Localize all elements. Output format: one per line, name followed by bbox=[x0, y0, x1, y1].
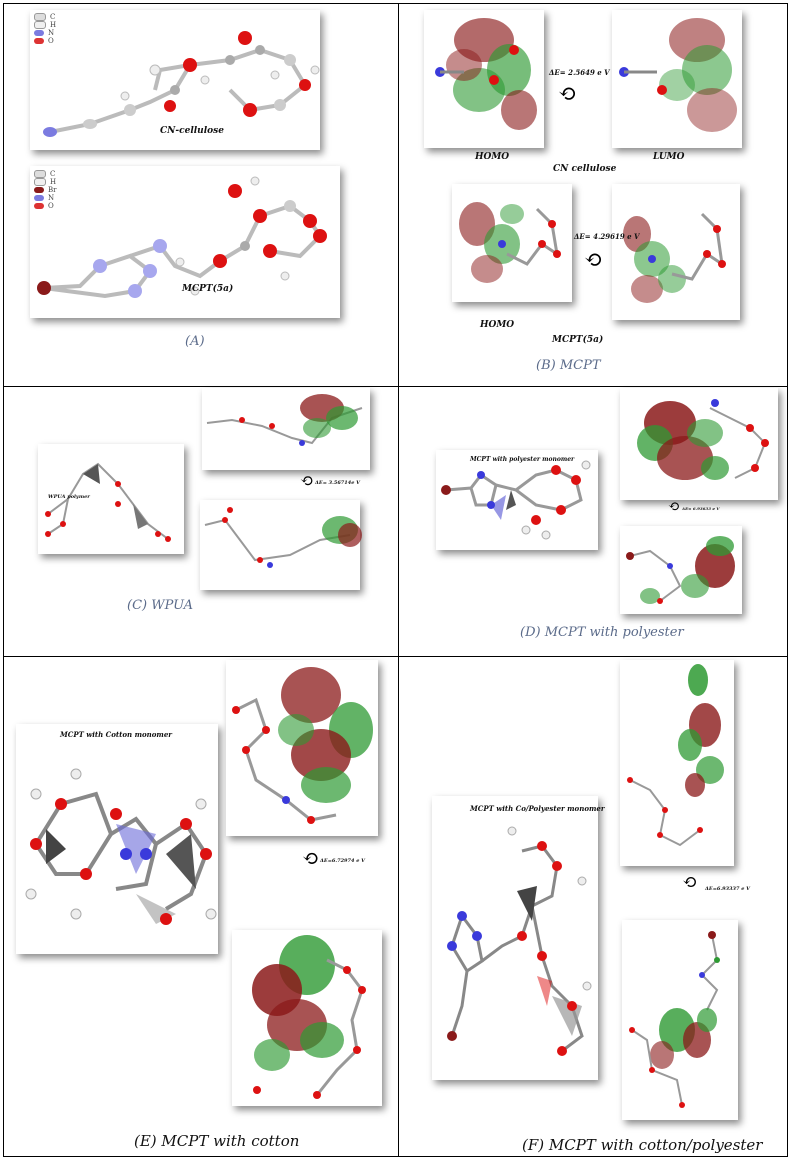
cotton-polyester-inset-label: MCPT with Co/Polyester monomer bbox=[470, 804, 605, 813]
row-divider-1 bbox=[4, 386, 787, 387]
mcpt-cotton-panel: MCPT with Cotton monomer bbox=[16, 724, 218, 954]
legend-label: C bbox=[50, 13, 56, 21]
polyester-inset-label: MCPT with polyester monomer bbox=[470, 456, 575, 463]
lumo-orbital-plot bbox=[626, 536, 735, 604]
caption-f: (F) MCPT with cotton/polyester bbox=[522, 1136, 763, 1154]
lumo-orbital-plot bbox=[252, 935, 366, 1099]
lumo-orbital-plot bbox=[204, 507, 362, 568]
legend-label: N bbox=[48, 29, 55, 37]
mcpt-lumo-panel bbox=[612, 184, 740, 320]
legend-label: C bbox=[50, 170, 56, 178]
cn-cellulose-lumo-panel bbox=[612, 10, 742, 148]
lumo-orbital-plot bbox=[623, 212, 726, 303]
legend-label: H bbox=[50, 21, 57, 29]
column-divider bbox=[398, 4, 399, 1156]
energy-gap-label: ΔE= 3.56714e V bbox=[315, 480, 361, 486]
arrow-icon: ⟲ bbox=[302, 846, 319, 870]
wpua-lumo-panel bbox=[200, 500, 362, 590]
homo-label: HOMO bbox=[475, 152, 510, 162]
mcpt-polyester-molecule bbox=[441, 460, 591, 540]
energy-gap-label: ΔE= 6.93633 e V bbox=[682, 506, 720, 511]
caption-b: (B) MCPT bbox=[536, 358, 601, 373]
homo-orbital-plot bbox=[637, 399, 769, 480]
homo-orbital-plot bbox=[627, 664, 724, 847]
caption-e: (E) MCPT with cotton bbox=[134, 1132, 300, 1150]
arrow-icon: ⟲ bbox=[300, 471, 314, 490]
cn-cellulose-label: CN-cellulose bbox=[160, 126, 224, 136]
arrow-icon: ⟲ bbox=[682, 872, 698, 893]
homo-orbital-plot bbox=[232, 667, 373, 824]
homo-orbital-plot bbox=[435, 18, 537, 130]
homo-orbital-plot bbox=[459, 202, 561, 283]
arrow-icon: ⟲ bbox=[584, 248, 603, 273]
caption-d: (D) MCPT with polyester bbox=[520, 625, 684, 640]
wpua-molecule bbox=[45, 462, 171, 542]
mcpt-homo-panel bbox=[452, 184, 572, 302]
lumo-label: LUMO bbox=[653, 152, 685, 162]
mcpt-5a-molecule bbox=[37, 176, 327, 299]
legend-label: H bbox=[50, 178, 57, 186]
cn-cellulose-molecule bbox=[43, 31, 320, 137]
molecule-label: CN cellulose bbox=[553, 164, 617, 174]
cn-cellulose-panel: C H N O CN-cellul bbox=[30, 10, 320, 150]
cotton-polyester-lumo-panel bbox=[622, 920, 738, 1120]
legend-label: O bbox=[48, 202, 54, 210]
energy-gap-label: ΔE= 2.5649 e V bbox=[549, 68, 610, 77]
cotton-inset-label: MCPT with Cotton monomer bbox=[60, 730, 172, 739]
figure-table bbox=[3, 3, 788, 1157]
homo-orbital-plot bbox=[206, 394, 363, 446]
cotton-polyester-homo-panel bbox=[620, 660, 734, 866]
caption-c: (C) WPUA bbox=[127, 598, 194, 613]
cotton-homo-panel bbox=[226, 660, 378, 836]
mcpt-polyester-panel: MCPT with polyester monomer bbox=[436, 450, 598, 550]
mcpt-cotton-polyester-molecule bbox=[447, 826, 592, 1056]
atom-legend: C H N O bbox=[34, 13, 56, 45]
row-divider-2 bbox=[4, 656, 787, 657]
energy-gap-label: ΔE= 4.29619 e V bbox=[574, 232, 640, 241]
cn-cellulose-homo-panel bbox=[424, 10, 544, 148]
legend-label: N bbox=[48, 194, 55, 202]
wpua-polymer-panel: WPUA polymer bbox=[38, 444, 184, 554]
energy-gap-label: ΔE=6.93337 e V bbox=[705, 886, 751, 892]
polyester-homo-panel bbox=[620, 388, 778, 500]
wpua-inset-label: WPUA polymer bbox=[48, 494, 90, 500]
lumo-orbital-plot bbox=[629, 931, 720, 1108]
mcpt-cotton-polyester-panel: MCPT with Co/Polyester monomer bbox=[432, 796, 605, 1080]
polyester-lumo-panel bbox=[620, 526, 742, 614]
mcpt-5a-label: MCPT(5a) bbox=[182, 284, 234, 294]
homo-label: HOMO bbox=[480, 320, 515, 330]
molecule-label: MCPT(5a) bbox=[552, 335, 604, 345]
cotton-lumo-panel bbox=[232, 930, 382, 1106]
lumo-orbital-plot bbox=[619, 18, 737, 132]
mcpt-cotton-molecule bbox=[25, 768, 217, 925]
caption-a: (A) bbox=[185, 334, 205, 349]
energy-gap-label: ΔE=6.72974 e V bbox=[320, 858, 366, 864]
wpua-homo-panel bbox=[202, 388, 370, 470]
legend-label: Br bbox=[48, 186, 57, 194]
arrow-icon: ⟲ bbox=[668, 499, 680, 515]
mcpt-5a-panel: C H Br N O MCPT(5a) bbox=[30, 166, 340, 318]
atom-legend: C H Br N O bbox=[34, 170, 57, 210]
legend-label: O bbox=[48, 37, 54, 45]
arrow-icon: ⟲ bbox=[558, 82, 577, 107]
